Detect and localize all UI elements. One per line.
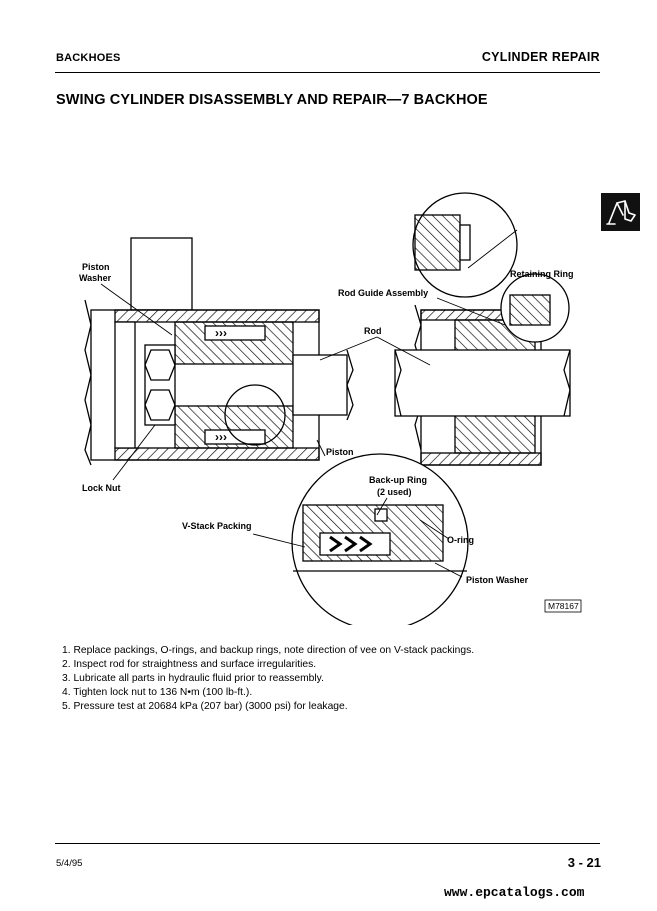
label-o-ring: O-ring <box>447 535 474 545</box>
rod-guide-view <box>394 273 571 466</box>
svg-text:›››: ››› <box>215 430 227 444</box>
label-piston-washer-2: Washer <box>79 273 112 283</box>
cylinder-diagram: ››› ››› <box>79 192 582 625</box>
figure-labels: Piston Washer Retaining Ring Rod Guide A… <box>79 262 582 613</box>
label-backup-ring-1: Back-up Ring <box>369 475 427 485</box>
label-rod: Rod <box>364 326 382 336</box>
step-2: 2. Inspect rod for straightness and surf… <box>62 659 317 670</box>
watermark-link[interactable]: www.epcatalogs.com <box>444 885 585 900</box>
label-v-stack-packing: V-Stack Packing <box>182 521 252 531</box>
svg-text:›››: ››› <box>215 326 227 340</box>
step-3: 3. Lubricate all parts in hydraulic flui… <box>62 673 324 684</box>
label-rod-guide-assembly: Rod Guide Assembly <box>338 288 428 298</box>
piston-detail <box>291 453 469 625</box>
footer-date: 5/4/95 <box>56 858 83 869</box>
label-piston: Piston <box>326 447 354 457</box>
retaining-ring-detail <box>412 192 518 298</box>
label-lock-nut: Lock Nut <box>82 483 121 493</box>
page-title: SWING CYLINDER DISASSEMBLY AND REPAIR—7 … <box>56 92 488 108</box>
footer-rule <box>55 843 600 844</box>
page-number: 3 - 21 <box>567 855 601 870</box>
step-1: 1. Replace packings, O-rings, and backup… <box>62 645 475 656</box>
step-4: 4. Tighten lock nut to 136 N•m (100 lb-f… <box>62 687 253 698</box>
label-piston-washer-detail: Piston Washer <box>466 575 529 585</box>
header-rule <box>55 72 600 73</box>
label-piston-washer-1: Piston <box>82 262 110 272</box>
section-tab <box>601 193 640 231</box>
step-5: 5. Pressure test at 20684 kPa (207 bar) … <box>62 701 348 712</box>
instruction-list: 1. Replace packings, O-rings, and backup… <box>62 644 474 714</box>
main-cylinder: ››› ››› <box>84 237 354 466</box>
label-backup-ring-2: (2 used) <box>377 487 412 497</box>
backhoe-icon <box>606 200 636 225</box>
figure-id: M78167 <box>548 601 579 611</box>
header-section: BACKHOES <box>56 52 121 64</box>
leader-lines <box>100 229 518 578</box>
label-retaining-ring: Retaining Ring <box>510 269 574 279</box>
header-chapter: CYLINDER REPAIR <box>481 50 600 64</box>
